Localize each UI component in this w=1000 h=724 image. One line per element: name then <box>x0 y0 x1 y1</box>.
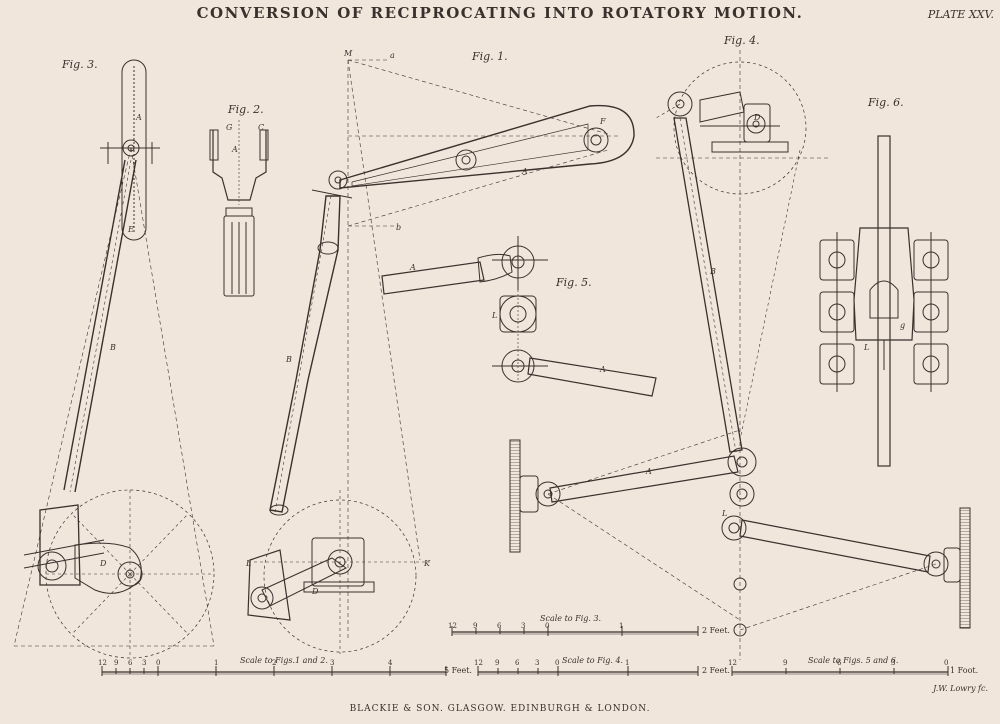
fig-6-label: Fig. 6. <box>868 96 904 109</box>
part-label: A <box>231 145 238 154</box>
plate-title: CONVERSION OF RECIPROCATING INTO ROTATOR… <box>196 4 804 22</box>
part-label: A <box>521 167 528 176</box>
part-label: E <box>127 225 134 234</box>
fig-3-label: Fig. 3. <box>62 58 98 71</box>
part-label: B <box>709 267 716 276</box>
fig-5-label: Fig. 5. <box>556 276 592 289</box>
scale-fig-3 <box>451 626 699 636</box>
part-label: C <box>258 123 264 132</box>
part-label: A <box>599 365 606 374</box>
part-label: L <box>863 343 869 352</box>
part-label: L <box>491 311 497 320</box>
part-label: A <box>409 263 416 272</box>
fig-6-drawing <box>819 135 949 467</box>
part-label: L <box>721 509 727 518</box>
fig-4-label: Fig. 4. <box>724 34 760 47</box>
fig-2-label: Fig. 2. <box>228 103 264 116</box>
scale-tick: 6 <box>128 659 133 667</box>
scale-tick: 12 <box>448 622 457 630</box>
scale-figs-5-6-unit: 1 Foot. <box>950 666 979 675</box>
scale-figs-1-2-label: Scale to Figs.1 and 2. <box>240 656 328 665</box>
scale-tick: 0 <box>555 659 560 667</box>
scale-fig-4-unit: 2 Feet. <box>702 666 730 675</box>
scale-tick: 0 <box>545 622 550 630</box>
part-label: D <box>753 113 761 122</box>
engraver-credit: J.W. Lowry fc. <box>933 684 988 693</box>
part-label: B <box>285 355 292 364</box>
scale-tick: 3 <box>535 659 540 667</box>
scale-tick: 12 <box>474 659 483 667</box>
scale-tick: 9 <box>114 659 119 667</box>
part-label: M <box>343 49 353 58</box>
scale-figs-5-6-label: Scale to Figs. 5 and 6. <box>808 656 899 665</box>
part-label: F <box>599 117 606 126</box>
plate-number: PLATE XXV. <box>927 8 994 21</box>
part-label: B <box>109 343 116 352</box>
scale-tick: 6 <box>837 659 842 667</box>
scale-figs-1-2 <box>101 666 447 676</box>
part-label: A <box>645 467 652 476</box>
scale-tick: 1 <box>625 659 630 667</box>
scale-tick: 6 <box>497 622 502 630</box>
part-label: D <box>99 559 107 568</box>
publisher-footer: BLACKIE & SON. GLASGOW. EDINBURGH & LOND… <box>349 704 651 714</box>
part-label: b <box>396 223 401 232</box>
fig3-slotted-guide <box>121 59 147 241</box>
scale-fig-3-label: Scale to Fig. 3. <box>540 614 602 623</box>
scale-tick: 12 <box>728 659 737 667</box>
scale-tick: 2 <box>272 659 277 667</box>
scale-tick: 9 <box>473 622 478 630</box>
fig-1-drawing <box>247 59 635 654</box>
scale-figs-1-2-unit: 5 Feet. <box>444 666 472 675</box>
scale-tick: 12 <box>98 659 107 667</box>
part-label: L <box>245 559 251 568</box>
scale-tick: 1 <box>619 622 624 630</box>
scale-tick: 4 <box>388 659 393 667</box>
fig-1-label: Fig. 1. <box>472 50 508 63</box>
scale-fig-3-unit: 2 Feet. <box>702 626 730 635</box>
scale-tick: 0 <box>944 659 949 667</box>
scale-tick: 9 <box>783 659 788 667</box>
part-label: D <box>311 587 319 596</box>
scale-fig-4-label: Scale to Fig. 4. <box>562 656 624 665</box>
scale-tick: 3 <box>330 659 335 667</box>
scale-tick: 3 <box>521 622 526 630</box>
fig-3-drawing <box>13 59 215 659</box>
fig-2-drawing <box>209 120 269 297</box>
scale-figs-5-6 <box>731 666 949 676</box>
scale-tick: 9 <box>495 659 500 667</box>
fig-4-drawing <box>509 50 971 660</box>
scale-fig-4 <box>477 666 699 676</box>
part-label: G <box>226 123 233 132</box>
fig-5-drawing <box>381 236 657 397</box>
scale-tick: 0 <box>156 659 161 667</box>
part-label: g <box>900 321 905 330</box>
scale-tick: 1 <box>214 659 219 667</box>
part-label: A <box>135 113 142 122</box>
part-label: K <box>423 559 431 568</box>
scale-tick: 6 <box>515 659 520 667</box>
part-label: a <box>390 51 395 60</box>
scale-tick: 3 <box>142 659 147 667</box>
scale-tick: 3 <box>891 659 896 667</box>
